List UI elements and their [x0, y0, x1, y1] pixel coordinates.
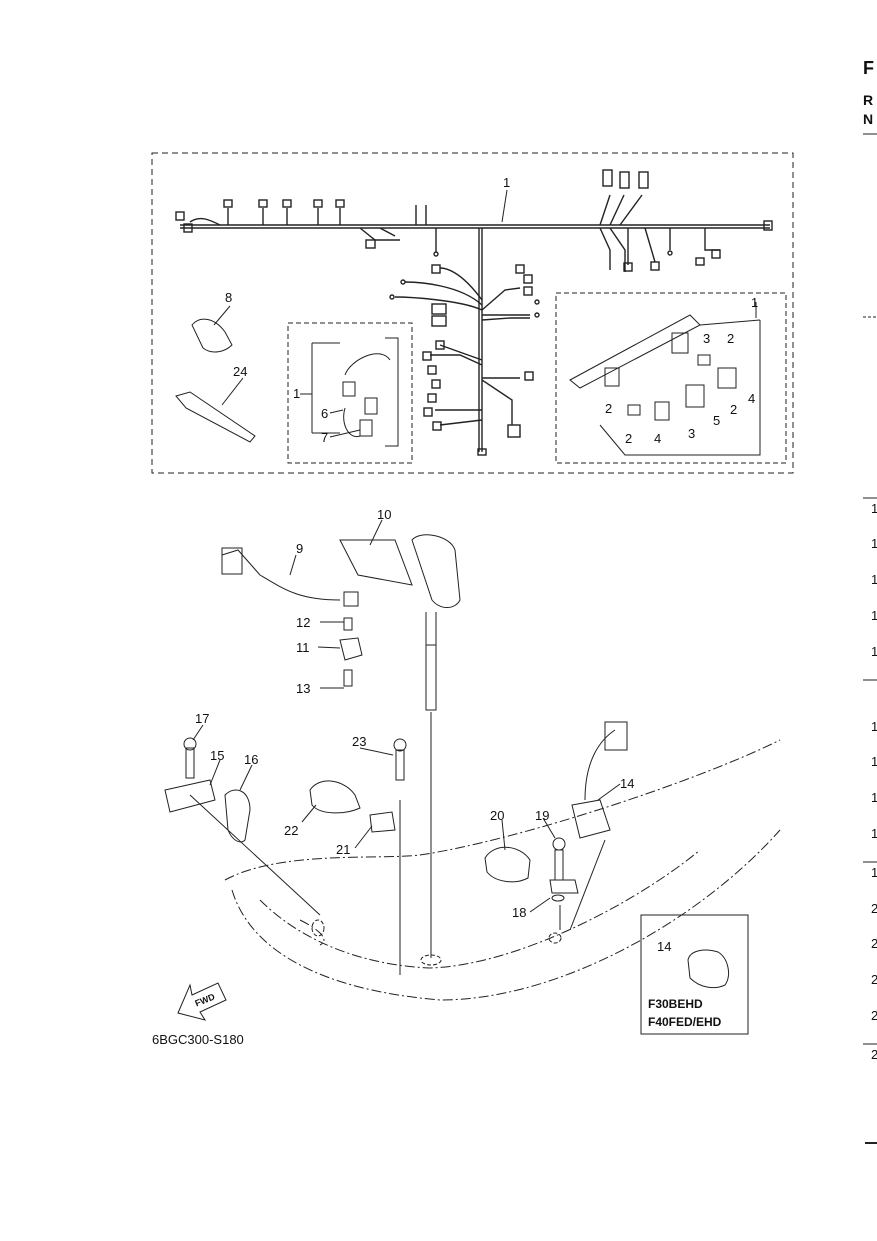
callout: 19: [535, 808, 549, 823]
edge-number: 2: [871, 972, 877, 987]
harness-frame: [151, 152, 794, 474]
callout: 2: [605, 401, 612, 416]
edge-number: 2: [871, 1047, 877, 1062]
inset-part-14: [687, 949, 729, 989]
inset-frame: [640, 914, 749, 1035]
edge-number: 1: [871, 644, 877, 659]
inset-model-2: F40FED/EHD: [648, 1015, 722, 1029]
callout: 10: [377, 507, 391, 522]
callout: 5: [713, 413, 720, 428]
callout: 9: [296, 541, 303, 556]
callout: 17: [195, 711, 209, 726]
callout: 18: [512, 905, 526, 920]
callout: 13: [296, 681, 310, 696]
callout: 11: [296, 640, 310, 655]
callout: 1: [751, 295, 758, 310]
callout: 2: [730, 402, 737, 417]
callout: 14: [657, 939, 671, 954]
callout: 12: [296, 615, 310, 630]
edge-number: 2: [871, 901, 877, 916]
edge-header-r: R: [863, 92, 874, 108]
edge-number: 1: [871, 865, 877, 880]
callout: 7: [321, 430, 328, 445]
callout: 23: [352, 734, 366, 749]
callout: 4: [654, 431, 661, 446]
connector-subframe: [555, 292, 787, 464]
edge-header-n: N: [863, 111, 874, 127]
fwd-arrow: [177, 982, 227, 1021]
edge-header-f: F: [863, 58, 874, 78]
edge-number: 1: [871, 790, 877, 805]
edge-number: 1: [871, 719, 877, 734]
callout: 3: [703, 331, 710, 346]
inset-model-1: F30BEHD: [648, 997, 703, 1011]
diagram-code: 6BGC300-S180: [152, 1032, 244, 1047]
callout: 6: [321, 406, 328, 421]
callout: 14: [620, 776, 634, 791]
callout: 1: [503, 175, 510, 190]
callout: 24: [233, 364, 247, 379]
edge-number: 2: [871, 936, 877, 951]
edge-number: 1: [871, 572, 877, 587]
callout: 21: [336, 842, 350, 857]
callout: 16: [244, 752, 258, 767]
edge-number: 2: [871, 1008, 877, 1023]
sensor-subframe: [287, 322, 413, 464]
callout: 3: [688, 426, 695, 441]
edge-number: 1: [871, 608, 877, 623]
callout: 4: [748, 391, 755, 406]
callout: 1: [293, 386, 300, 401]
clamp-8: [191, 318, 233, 353]
callout: 2: [625, 431, 632, 446]
callout: 20: [490, 808, 504, 823]
callout: 15: [210, 748, 224, 763]
edge-number: 1: [871, 826, 877, 841]
lower-assembly: [164, 534, 781, 1001]
wire-harness: [175, 169, 773, 456]
callout: 22: [284, 823, 298, 838]
cable-tie-24: [175, 391, 256, 443]
edge-number: 1: [871, 536, 877, 551]
callout: 2: [727, 331, 734, 346]
callouts: 1 8 24 1 6 7 1 3 2 2 2 4 5 2 4 3 10 9 12…: [193, 175, 758, 1009]
callout: 8: [225, 290, 232, 305]
edge-number: 1: [871, 754, 877, 769]
edge-number: 1: [871, 501, 877, 516]
